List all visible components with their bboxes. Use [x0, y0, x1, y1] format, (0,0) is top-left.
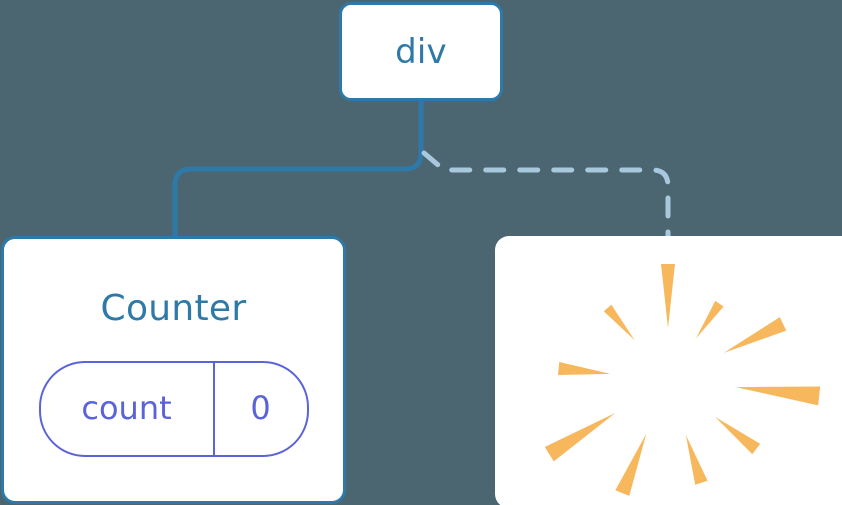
sparkle-burst-icon: [544, 264, 821, 496]
burst-ray-1: [661, 264, 675, 328]
burst-ray-2: [695, 300, 724, 339]
edge-div-counter: [172, 98, 424, 241]
node-counter-label: Counter: [100, 288, 247, 329]
burst-ray-3: [723, 317, 787, 353]
edge-div-rerender: [421, 150, 671, 241]
state-pill-count[interactable]: count 0: [38, 361, 309, 457]
burst-ray-8: [544, 412, 616, 462]
burst-ray-6: [685, 435, 708, 485]
burst-ray-10: [603, 304, 635, 341]
node-div-label: div: [395, 31, 447, 72]
burst-ray-7: [615, 433, 647, 496]
state-pill-key: count: [81, 389, 172, 427]
burst-ray-5: [715, 416, 761, 455]
burst-ray-4: [735, 386, 821, 406]
node-div[interactable]: div: [339, 2, 503, 101]
node-counter[interactable]: Counter count 0: [1, 236, 346, 504]
burst-ray-9: [557, 362, 611, 375]
state-pill-value: 0: [212, 363, 307, 455]
node-rerender[interactable]: [495, 236, 842, 505]
